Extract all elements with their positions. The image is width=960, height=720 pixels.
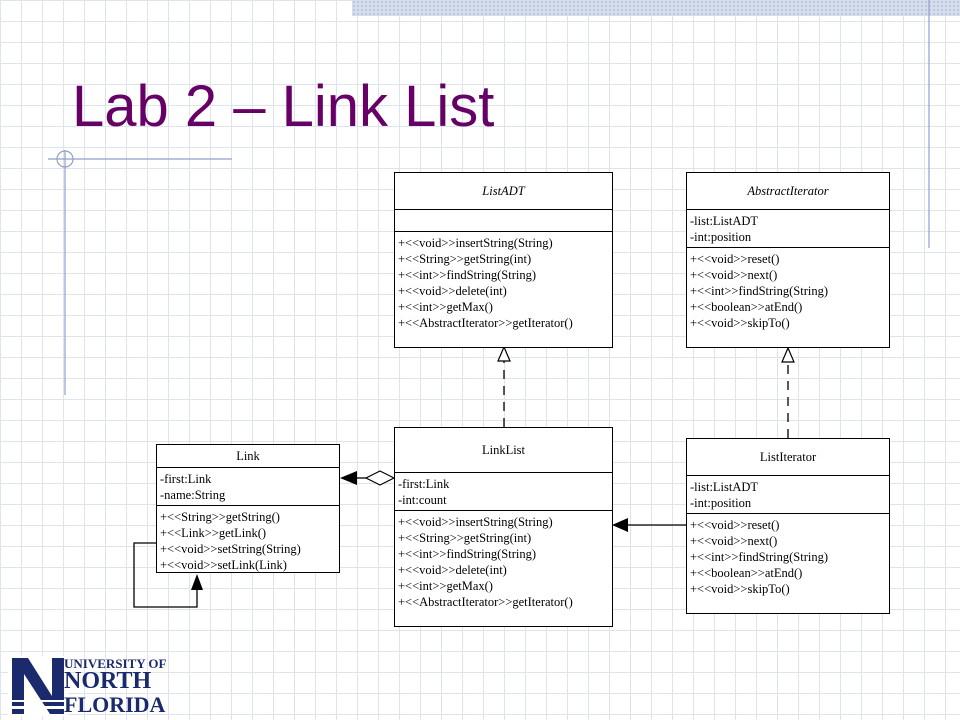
unf-logo-n-mark-icon	[8, 656, 68, 716]
realization-arrowhead-abstractiterator	[781, 346, 795, 363]
slide-title: Lab 2 – Link List	[72, 74, 495, 139]
operation: +<<String>>getString(int)	[398, 531, 532, 545]
operation: +<<int>>getMax()	[398, 300, 493, 314]
operation: +<<int>>findString(String)	[690, 284, 829, 298]
realization-arrowhead-listadt	[497, 345, 511, 362]
aggregation-arrowhead	[340, 471, 357, 485]
logo-text-florida: FLORIDA	[64, 692, 166, 717]
class-operations-listadt: +<<void>>insertString(String) +<<String>…	[395, 232, 612, 333]
operation: +<<AbstractIterator>>getIterator()	[398, 316, 573, 330]
association-arrowhead-linklist	[612, 518, 628, 532]
operation: +<<void>>skipTo()	[690, 582, 790, 596]
self-association-link	[133, 542, 198, 608]
operation: +<<void>>next()	[690, 534, 778, 548]
class-operations-link: +<<String>>getString() +<<Link>>getLink(…	[157, 506, 339, 575]
class-linklist: LinkList -first:Link -int:count +<<void>…	[394, 427, 613, 627]
operation: +<<int>>findString(String)	[398, 268, 537, 282]
operation: +<<Link>>getLink()	[160, 526, 267, 540]
class-link: Link -first:Link -name:String +<<String>…	[156, 444, 340, 573]
logo-text-university: UNIVERSITY OF	[64, 656, 167, 671]
operation: +<<void>>delete(int)	[398, 563, 507, 577]
attribute: -first:Link	[160, 472, 212, 486]
operation: +<<void>>insertString(String)	[398, 236, 553, 250]
class-attributes-linklist: -first:Link -int:count	[395, 473, 612, 511]
operation: +<<boolean>>atEnd()	[690, 300, 803, 314]
operation: +<<void>>delete(int)	[398, 284, 507, 298]
attribute: -name:String	[160, 488, 226, 502]
class-listadt: ListADT +<<void>>insertString(String) +<…	[394, 172, 613, 348]
operation: +<<void>>reset()	[690, 252, 780, 266]
attribute: -int:position	[690, 230, 752, 244]
operation: +<<void>>setString(String)	[160, 542, 301, 556]
operation: +<<int>>findString(String)	[690, 550, 829, 564]
top-decor-band	[352, 0, 960, 16]
class-name-linklist: LinkList	[395, 428, 612, 473]
class-attributes-listadt	[395, 210, 612, 232]
operation: +<<boolean>>atEnd()	[690, 566, 803, 580]
operation: +<<int>>getMax()	[398, 579, 493, 593]
operation: +<<void>>reset()	[690, 518, 780, 532]
operation: +<<int>>findString(String)	[398, 547, 537, 561]
aggregation-diamond	[364, 470, 396, 486]
class-listiterator: ListIterator -list:ListADT -int:position…	[686, 438, 890, 614]
class-name-link: Link	[157, 445, 339, 468]
attribute: -int:count	[398, 493, 447, 507]
class-operations-linklist: +<<void>>insertString(String) +<<String>…	[395, 511, 612, 612]
class-attributes-listiterator: -list:ListADT -int:position	[687, 476, 889, 514]
class-name-abstractiterator: AbstractIterator	[687, 173, 889, 210]
attribute: -int:position	[690, 496, 752, 510]
class-abstractiterator: AbstractIterator -list:ListADT -int:posi…	[686, 172, 890, 348]
class-operations-listiterator: +<<void>>reset() +<<void>>next() +<<int>…	[687, 514, 889, 599]
logo-text-north: NORTH	[64, 668, 152, 694]
unf-logo: UNIVERSITY OF NORTH FLORIDA	[8, 656, 178, 717]
attribute: -first:Link	[398, 477, 450, 491]
self-association-arrowhead	[191, 574, 203, 590]
operation: +<<String>>getString()	[160, 510, 280, 524]
operation: +<<void>>next()	[690, 268, 778, 282]
class-operations-abstractiterator: +<<void>>reset() +<<void>>next() +<<int>…	[687, 248, 889, 333]
operation: +<<void>>insertString(String)	[398, 515, 553, 529]
class-attributes-link: -first:Link -name:String	[157, 468, 339, 506]
operation: +<<AbstractIterator>>getIterator()	[398, 595, 573, 609]
class-attributes-abstractiterator: -list:ListADT -int:position	[687, 210, 889, 248]
operation: +<<String>>getString(int)	[398, 252, 532, 266]
class-name-listiterator: ListIterator	[687, 439, 889, 476]
operation: +<<void>>skipTo()	[690, 316, 790, 330]
attribute: -list:ListADT	[690, 214, 759, 228]
operation: +<<void>>setLink(Link)	[160, 558, 287, 572]
class-name-listadt: ListADT	[395, 173, 612, 210]
attribute: -list:ListADT	[690, 480, 759, 494]
